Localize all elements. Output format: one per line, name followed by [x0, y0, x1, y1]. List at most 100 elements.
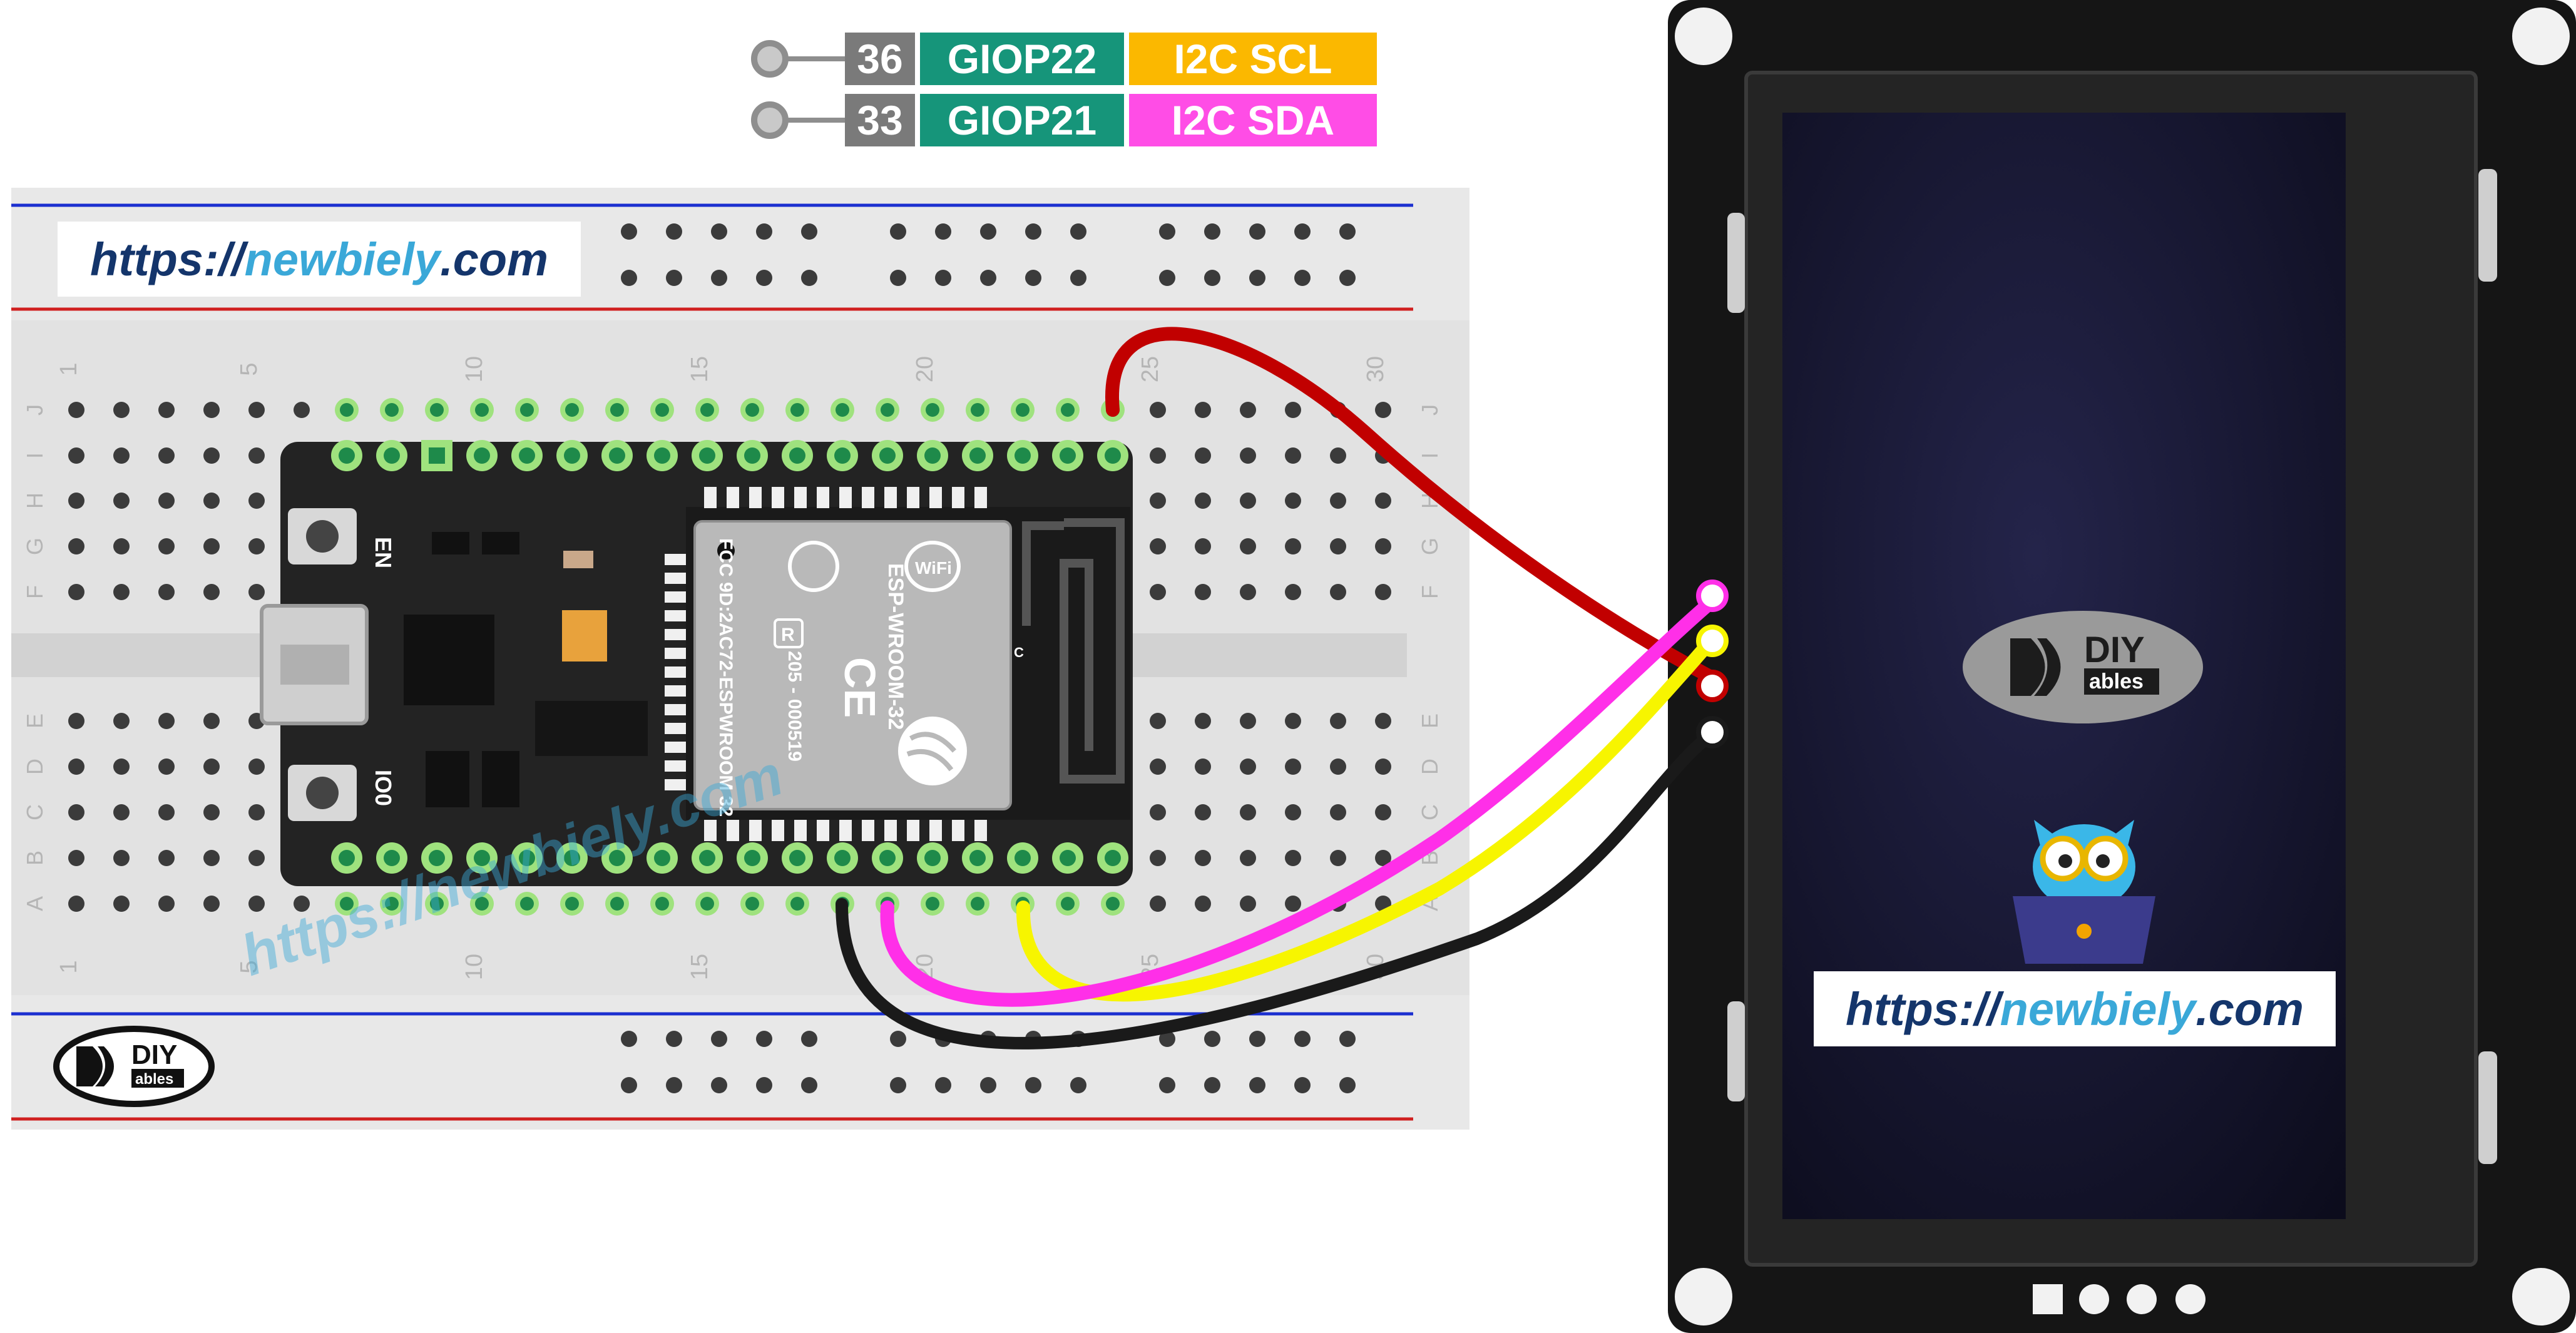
rail-hole — [1249, 270, 1265, 286]
breadboard-hole — [1330, 713, 1346, 729]
mount-hole-icon — [1675, 1268, 1732, 1325]
rail-hole — [1294, 223, 1311, 240]
active-hole-core — [790, 897, 804, 911]
breadboard-hole — [203, 713, 220, 729]
active-hole-core — [700, 403, 714, 417]
row-letter: A — [22, 896, 48, 911]
breadboard-hole — [203, 758, 220, 775]
breadboard-hole — [68, 402, 84, 418]
url-suffix: .com — [440, 233, 548, 285]
module-pin — [665, 573, 686, 584]
rail-hole — [1159, 270, 1175, 286]
en-label: EN — [371, 537, 396, 568]
pin-row-scl: 36 GIOP22 I2C SCL — [751, 33, 1377, 85]
breadboard-hole — [203, 402, 220, 418]
rail-hole — [980, 270, 996, 286]
breadboard-hole — [1195, 713, 1211, 729]
breadboard-hole — [1150, 402, 1166, 418]
breadboard-hole — [1195, 850, 1211, 866]
breadboard-hole — [1330, 447, 1346, 464]
breadboard-hole — [248, 538, 265, 554]
module-pin — [665, 629, 686, 640]
breadboard-hole — [1150, 713, 1166, 729]
esp32-pin-core — [834, 850, 851, 866]
module-pin — [749, 487, 762, 508]
rail-hole — [801, 223, 817, 240]
smd-component-icon — [563, 551, 593, 568]
esp32-pin-core — [564, 850, 580, 866]
breadboard-hole — [1285, 538, 1301, 554]
row-letter: H — [22, 493, 48, 509]
rail-hole — [666, 223, 682, 240]
esp32-pin-core — [654, 447, 670, 464]
active-hole-core — [1016, 403, 1030, 417]
rail-hole — [756, 1077, 772, 1093]
breadboard-hole — [113, 584, 130, 600]
pin-gpio: GIOP22 — [920, 33, 1124, 85]
esp32-pin-core — [744, 850, 760, 866]
bezel-clip-icon — [2478, 1051, 2497, 1164]
breadboard-hole — [1195, 584, 1211, 600]
rail-hole — [1249, 223, 1265, 240]
rail-hole — [711, 1077, 727, 1093]
esp32-pin-core — [924, 850, 941, 866]
espressif-logo-icon — [898, 717, 967, 785]
rail-hole — [980, 1077, 996, 1093]
wire-vcc — [1105, 327, 1715, 683]
column-number: 1 — [56, 960, 82, 973]
rail-hole — [1070, 1077, 1086, 1093]
breadboard-hole — [158, 896, 175, 912]
module-pin — [929, 487, 942, 508]
esp32-pin-core — [654, 850, 670, 866]
active-hole-core — [475, 897, 489, 911]
wires — [836, 327, 1721, 1050]
column-number: 5 — [236, 362, 262, 375]
module-pin — [974, 487, 987, 508]
module-pin — [665, 554, 686, 565]
breadboard-hole — [1285, 896, 1301, 912]
oled-display-module: DIY ables — [1668, 0, 2576, 1333]
breadboard-hole — [203, 850, 220, 866]
url-suffix: .com — [2195, 983, 2304, 1035]
breadboard-hole — [1240, 804, 1256, 820]
row-letter: I — [22, 452, 48, 459]
breadboard-diyables-logo-icon: DIY ables — [53, 1026, 215, 1107]
active-hole-core — [610, 403, 624, 417]
breadboard-hole — [1195, 896, 1211, 912]
smd-component-icon — [432, 532, 469, 554]
breadboard-hole — [1330, 584, 1346, 600]
oled-pin-vcc — [1696, 670, 1729, 702]
rail-hole — [1204, 1077, 1220, 1093]
usb-port — [280, 645, 349, 685]
breadboard-hole — [158, 713, 175, 729]
website-url-box: https://newbiely.com — [58, 222, 581, 297]
breadboard-hole — [68, 758, 84, 775]
breadboard-hole — [68, 713, 84, 729]
esp32-pin-core — [609, 850, 625, 866]
breadboard-hole — [1240, 493, 1256, 509]
pin-number: 33 — [845, 94, 915, 146]
wifi-label: WiFi — [915, 558, 952, 578]
breadboard-hole — [158, 493, 175, 509]
active-hole-core — [745, 897, 759, 911]
rail-hole — [890, 1031, 906, 1047]
bezel-clip-icon — [1727, 213, 1745, 313]
rail-hole — [621, 1077, 637, 1093]
active-hole-core — [385, 403, 399, 417]
module-pin — [704, 820, 717, 841]
breadboard-hole — [294, 896, 310, 912]
row-letter: C — [1417, 804, 1443, 820]
breadboard-hole — [1375, 850, 1391, 866]
breadboard-hole — [1330, 493, 1346, 509]
brand-line1: DIY — [2084, 630, 2145, 670]
breadboard-hole — [158, 447, 175, 464]
breadboard-hole — [248, 896, 265, 912]
breadboard-hole — [68, 538, 84, 554]
esp32-pin-core — [609, 447, 625, 464]
antenna-c-label: C — [1014, 645, 1024, 660]
column-number: 30 — [1362, 356, 1389, 382]
rail-hole — [1204, 270, 1220, 286]
rail-hole — [1159, 223, 1175, 240]
pin-row-sda: 33 GIOP21 I2C SDA — [751, 94, 1377, 146]
breadboard-hole — [1240, 713, 1256, 729]
